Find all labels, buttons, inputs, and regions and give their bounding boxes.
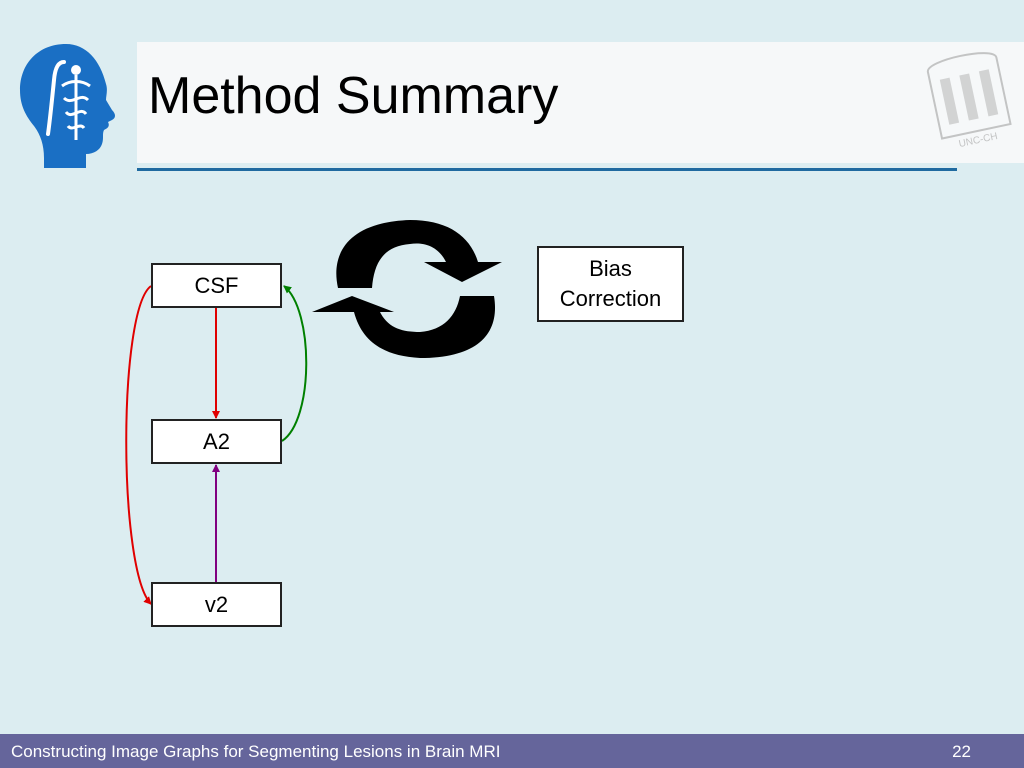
- page-title: Method Summary: [148, 67, 559, 125]
- node-bias-correction: Bias Correction: [537, 246, 684, 322]
- footer-title: Constructing Image Graphs for Segmenting…: [11, 742, 501, 761]
- node-a2: A2: [151, 419, 282, 464]
- footer-bar: Constructing Image Graphs for Segmenting…: [0, 734, 1024, 768]
- title-rule: [137, 168, 957, 171]
- node-csf: CSF: [151, 263, 282, 308]
- page-number: 22: [952, 742, 971, 761]
- edge-a2-to-csf: [281, 285, 308, 442]
- node-v2: v2: [151, 582, 282, 627]
- refresh-cycle-icon: [312, 220, 502, 358]
- slicer-head-logo: [20, 44, 115, 168]
- unc-chapel-hill-logo: UNC-CH: [926, 52, 1012, 150]
- title-band: [137, 42, 1024, 163]
- edge-csf-to-v2: [125, 285, 152, 605]
